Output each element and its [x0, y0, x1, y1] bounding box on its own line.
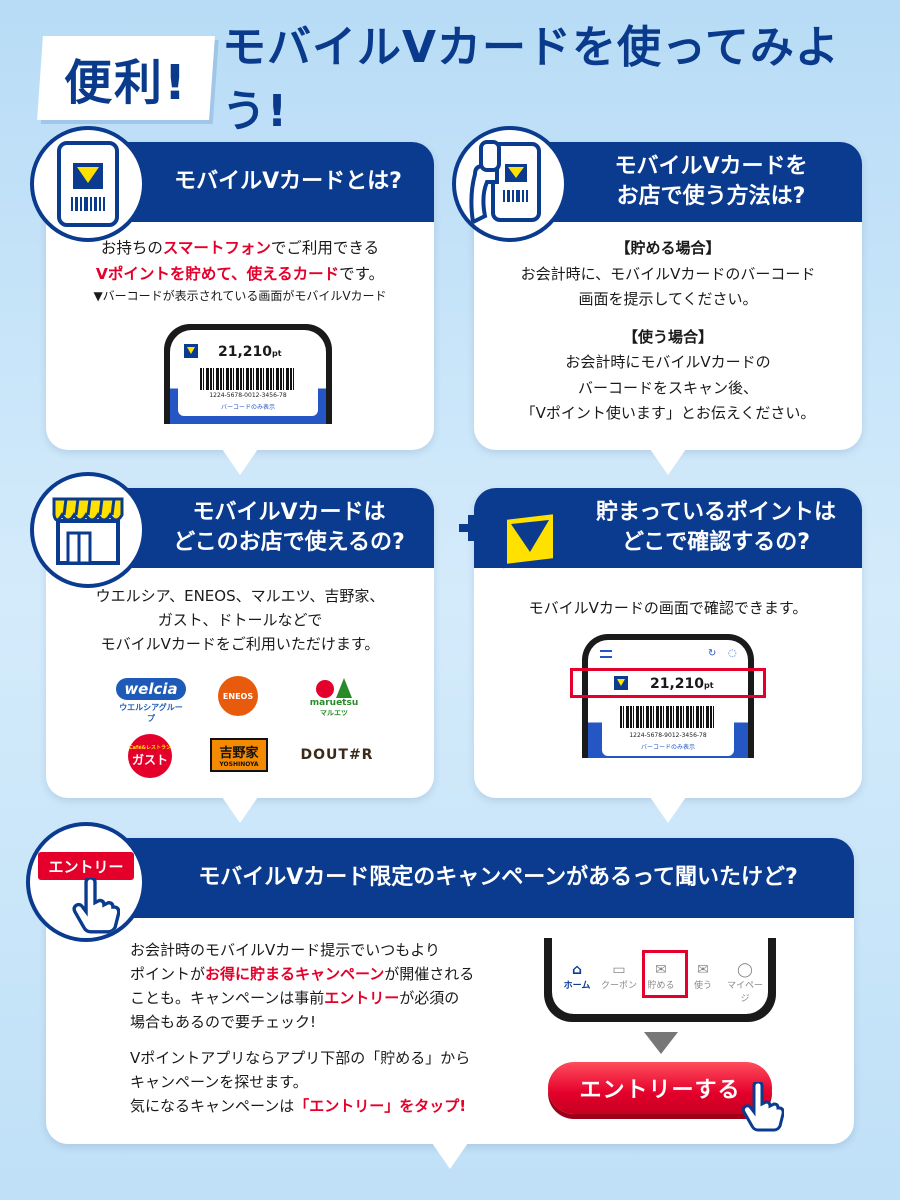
nav-save[interactable]: ✉貯める: [640, 962, 682, 991]
card-what-is-note: ▼バーコードが表示されている画面がモバイルVカード: [93, 289, 387, 304]
plus-box-icon: [452, 472, 568, 588]
app-nav-mock: ⌂ホーム ▭クーポン ✉貯める ✉使う ◯マイページ: [544, 938, 776, 1022]
card-where-title-1: モバイルVカードは: [192, 500, 386, 526]
page-title: モバイルVカードを使ってみよう!: [222, 22, 840, 137]
card-how-title-1: モバイルVカードを: [614, 154, 808, 180]
barcode-2: [620, 706, 716, 728]
card-check-body: モバイルVカードの画面で確認できます。: [528, 599, 808, 617]
card-campaign-body: お会計時のモバイルVカード提示でいつもより ポイントがお得に貯まるキャンペーンが…: [130, 941, 475, 1115]
header-badge-text: 便利!: [64, 55, 188, 111]
logo-yoshinoya: 吉野家 YOSHINOYA: [210, 738, 268, 772]
card-what-is: モバイルVカードとは? お持ちのスマートフォンでご利用できる Vポイントを貯めて…: [46, 142, 434, 450]
card-how-to-use-tail: [650, 449, 686, 475]
card-how-to-use-body: 【貯める場合】 お会計時に、モバイルVカードのバーコード 画面を提示してください…: [520, 239, 816, 422]
card-where-title-2: どこのお店で使えるの?: [173, 530, 405, 555]
card-check-title-1: 貯まっているポイントは: [595, 500, 837, 526]
card-check-title-2: どこで確認するの?: [621, 530, 811, 555]
logo-gusto: Café&レストラン ガスト: [128, 734, 172, 778]
hand-phone-icon: [452, 126, 568, 242]
nav-mypage[interactable]: ◯マイページ: [724, 962, 766, 1004]
hand-tap-icon: [72, 878, 120, 934]
header-badge: 便利!: [37, 36, 215, 120]
card-what-is-title: モバイルVカードとは?: [174, 169, 402, 195]
logo-eneos: ENEOS: [218, 676, 258, 716]
card-what-is-body: お持ちのスマートフォンでご利用できる Vポイントを貯めて、使えるカードです。 ▼…: [46, 236, 434, 307]
arrow-down-icon: [644, 1032, 678, 1054]
user-icon: ◯: [737, 962, 753, 978]
nav-coupon[interactable]: ▭クーポン: [598, 962, 640, 991]
store-icon: [30, 472, 146, 588]
points-value-1: 21,210: [218, 344, 273, 360]
logo-doutor: DOUT#R: [300, 747, 374, 763]
card-where-tail: [222, 797, 258, 823]
entry-tap-icon: エントリー: [26, 822, 146, 942]
nav-use[interactable]: ✉使う: [682, 962, 724, 991]
home-icon: ⌂: [571, 962, 583, 978]
barcode-1: [200, 368, 296, 390]
card-campaign-header: モバイルVカード限定のキャンペーンがあるって聞いたけど?: [46, 838, 854, 918]
logo-welcia: welcia ウエルシアグループ: [116, 678, 186, 724]
v-logo-icon: [184, 344, 198, 358]
points-value-2: 21,210: [650, 676, 705, 692]
phone-icon: [30, 126, 146, 242]
points-highlight-box: [570, 668, 766, 698]
refresh-icon: ↻: [708, 648, 717, 659]
card-what-is-tail: [222, 449, 258, 475]
card-campaign-title: モバイルVカード限定のキャンペーンがあるって聞いたけど?: [198, 865, 798, 891]
nav-save-highlight: [642, 950, 688, 998]
use-icon: ✉: [697, 962, 709, 978]
menu-icon: [600, 650, 612, 658]
save-icon: ✉: [655, 962, 667, 978]
nav-home[interactable]: ⌂ホーム: [556, 962, 598, 991]
phone-mock-1: 21,210pt 1224-5678-0012-3456-78 バーコードのみ表…: [164, 324, 332, 424]
entry-button[interactable]: エントリーする: [548, 1062, 772, 1114]
card-campaign-tail: [432, 1143, 468, 1169]
v-logo-icon-2: [614, 676, 628, 690]
entry-button-label: エントリーする: [579, 1078, 741, 1103]
card-how-title-2: お店で使う方法は?: [616, 184, 806, 209]
card-where-body: ウエルシア、ENEOS、マルエツ、吉野家、 ガスト、ドトールなどで モバイルVカ…: [95, 587, 385, 653]
logo-maruetsu: maruetsu マルエツ: [304, 674, 364, 722]
entry-tag: エントリー: [38, 852, 134, 880]
coupon-icon: ▭: [612, 962, 626, 978]
hand-pointer-icon: [741, 1082, 784, 1132]
bell-icon: ◌: [728, 648, 737, 659]
card-check-tail: [650, 797, 686, 823]
